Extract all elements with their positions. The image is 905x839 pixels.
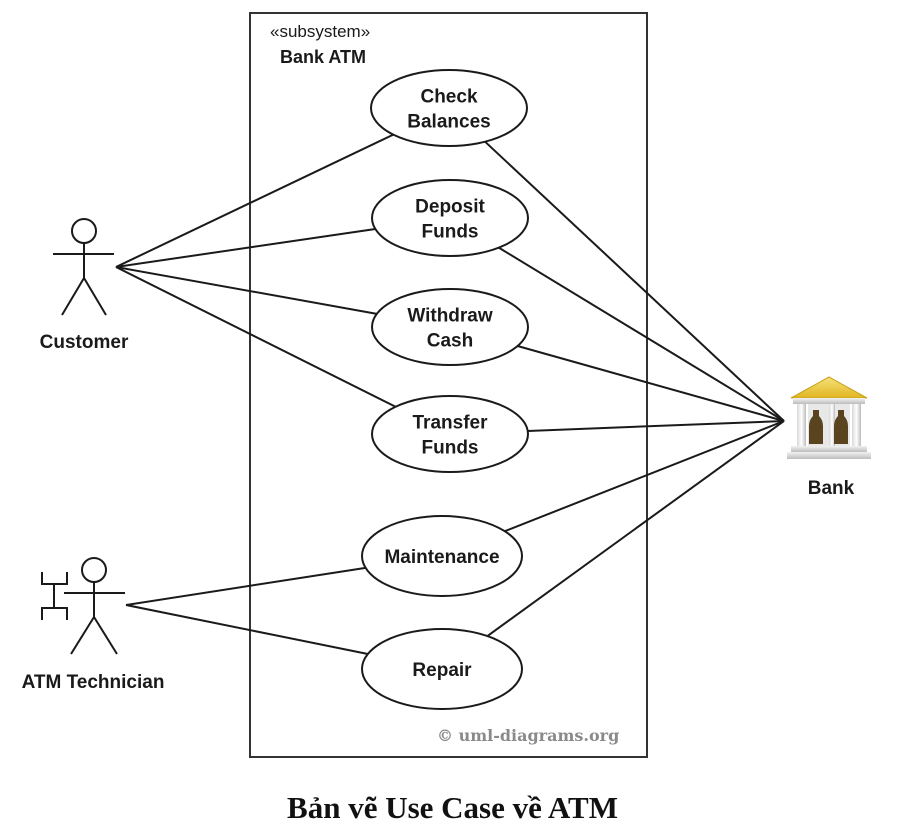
association-customer-check-balances	[115, 133, 394, 268]
association-bank-deposit-funds	[498, 246, 785, 422]
actor-label-atm-technician: ATM Technician	[22, 672, 165, 693]
actor-label-bank: Bank	[808, 478, 855, 499]
bank-building-icon	[787, 376, 871, 459]
use-case-repair[interactable]: Repair	[361, 628, 523, 710]
use-case-ellipse	[361, 515, 523, 597]
association-bank-check-balances	[484, 140, 785, 422]
association-bank-withdraw-cash	[517, 345, 785, 422]
use-case-ellipse	[370, 69, 528, 147]
association-bank-repair	[486, 420, 785, 637]
association-bank-transfer-funds	[527, 420, 785, 432]
association-customer-withdraw-cash	[115, 266, 377, 315]
use-case-ellipse	[371, 395, 529, 473]
use-case-label: Cash	[427, 331, 473, 352]
use-case-label: Funds	[422, 222, 479, 243]
stick-figure-icon	[53, 218, 114, 316]
subsystem-name: Bank ATM	[280, 47, 366, 67]
use-case-label: Balances	[407, 112, 490, 133]
use-case-ellipse	[361, 628, 523, 710]
use-cases: CheckBalancesDepositFundsWithdrawCashTra…	[361, 69, 529, 710]
associations	[115, 133, 785, 655]
actor-atm-technician[interactable]: ATM Technician	[22, 557, 165, 693]
use-case-label: Deposit	[415, 197, 485, 218]
use-case-ellipse	[371, 179, 529, 257]
use-case-label: Check	[420, 87, 477, 108]
use-case-label: Transfer	[413, 413, 489, 434]
actor-customer[interactable]: Customer	[40, 218, 129, 353]
robot-stick-figure-icon	[41, 557, 125, 655]
figure-caption: Bản vẽ Use Case về ATM	[287, 790, 618, 825]
use-case-label: Repair	[412, 660, 472, 681]
association-customer-deposit-funds	[115, 227, 376, 268]
subsystem-stereotype: «subsystem»	[270, 22, 370, 41]
use-case-label: Funds	[422, 438, 479, 459]
use-case-label: Maintenance	[384, 547, 499, 568]
use-case-label: Withdraw	[407, 306, 493, 327]
use-case-maintenance[interactable]: Maintenance	[361, 515, 523, 597]
association-bank-maintenance	[504, 420, 785, 533]
association-technician-repair	[125, 604, 369, 655]
actor-label-customer: Customer	[40, 332, 129, 353]
association-customer-transfer-funds	[115, 266, 397, 408]
copyright-notice: © uml-diagrams.org	[437, 726, 619, 745]
actor-bank[interactable]: Bank	[787, 376, 871, 499]
association-technician-maintenance	[125, 566, 366, 606]
use-case-ellipse	[371, 288, 529, 366]
